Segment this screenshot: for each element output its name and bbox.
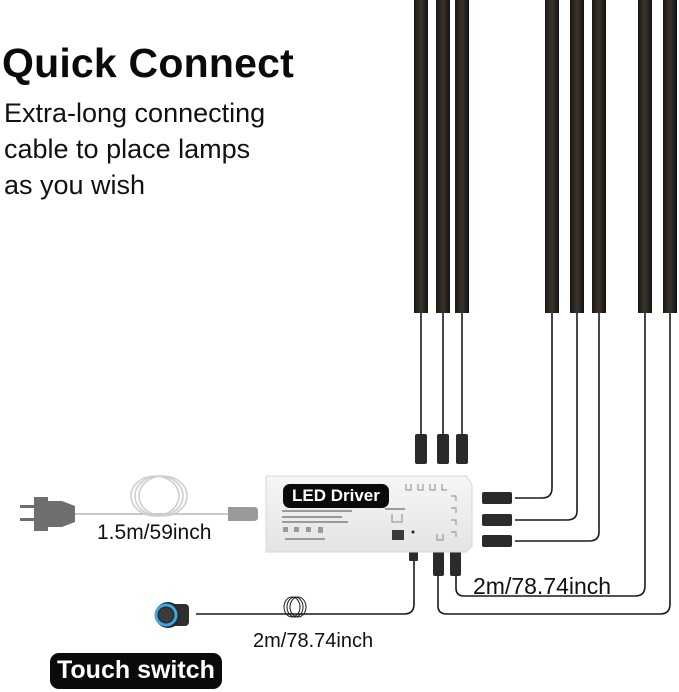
cord-connector (228, 507, 258, 521)
description: Extra-long connecting cable to place lam… (4, 95, 265, 203)
top-connectors (415, 434, 468, 464)
description-line: cable to place lamps (4, 134, 251, 164)
power-cord-length: 1.5m/59inch (97, 521, 212, 544)
light-bar (663, 0, 677, 313)
power-cord (74, 475, 258, 521)
description-line: as you wish (4, 170, 146, 200)
switch-cable-coil (283, 596, 307, 618)
light-bar (592, 0, 606, 313)
light-bar (638, 0, 652, 313)
plug-icon (20, 497, 75, 531)
light-bar (545, 0, 559, 313)
light-bar (455, 0, 469, 313)
light-bar-group-right (638, 0, 677, 313)
led-driver-label: LED Driver (283, 484, 389, 508)
bar-wires (196, 313, 671, 615)
page-title: Quick Connect (2, 40, 294, 86)
touch-switch-label: Touch switch (50, 653, 222, 689)
light-bar (414, 0, 428, 313)
light-bar-group-middle (545, 0, 606, 313)
light-bar-group-left (414, 0, 469, 313)
switch-cable-length: 2m/78.74inch (253, 630, 374, 652)
side-connectors (482, 492, 512, 547)
light-bar (570, 0, 584, 313)
description-line: Extra-long connecting (4, 98, 266, 128)
light-cable-length: 2m/78.74inch (473, 573, 612, 599)
light-bar (436, 0, 450, 313)
touch-switch-icon (154, 602, 189, 628)
